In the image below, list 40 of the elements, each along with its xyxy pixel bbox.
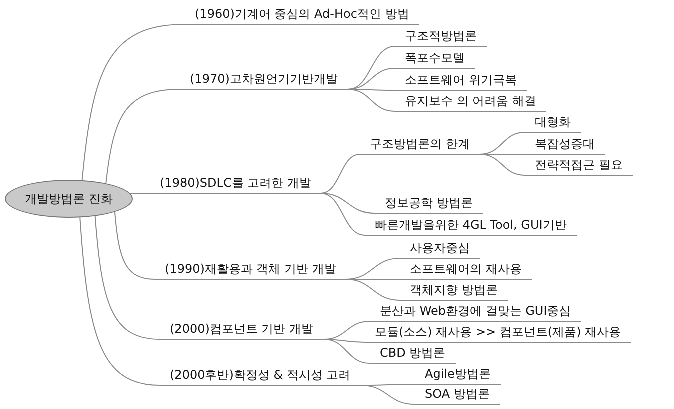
- branch-line: [348, 89, 396, 112]
- branch-topic: 대형화: [525, 115, 581, 133]
- branch-topic: 소프트웨어의 재사용: [400, 262, 532, 280]
- branch-line: [480, 154, 526, 176]
- branch-line: [106, 89, 180, 184]
- branch-topic: CBD 방법론: [370, 346, 456, 364]
- branch-topic: 구조방법론의 한계: [360, 137, 480, 155]
- branch-topic: 빠른개발을위한 4GL Tool, GUI기반: [365, 218, 577, 236]
- branch-topic: (1970)고차원언기기반개발: [180, 72, 348, 90]
- branch-line: [320, 154, 360, 194]
- branch-topic: 폭포수모델: [395, 51, 475, 69]
- branch-line: [114, 212, 156, 280]
- branch-line: [320, 193, 376, 214]
- branch-topic: 모듈(소스) 재사용 >> 컴포넌트(제품) 재사용: [365, 325, 632, 343]
- branch-line: [348, 46, 396, 90]
- branch-topic: 복잡성증대: [525, 137, 605, 155]
- branch-line: [94, 216, 160, 340]
- branch-topic: (1960)기계어 중심의 Ad-Hoc적인 방법: [185, 7, 420, 25]
- branch-line: [320, 193, 366, 236]
- branch-topic: 분산과 Web환경에 걸맞는 GUI중심: [370, 304, 582, 322]
- branch-topic: (1990)재활용과 객체 기반 개발: [155, 262, 346, 280]
- branch-topic: 객체지향 방법론: [400, 283, 508, 301]
- branch-topic: 전략적접근 필요: [525, 158, 633, 176]
- branch-line: [324, 339, 370, 364]
- branch-topic: (1980)SDLC를 고려한 개발: [150, 176, 322, 194]
- branch-line: [130, 192, 150, 194]
- branch-topic: (2000)컴포넌트 기반 개발: [160, 322, 324, 340]
- central-topic-ellipse: 개발방법론 진화: [5, 180, 133, 218]
- branch-topic: 사용자중심: [400, 241, 480, 259]
- branch-line: [80, 217, 160, 386]
- branch-topic: Agile방법론: [415, 367, 501, 385]
- branch-topic: SOA 방법론: [415, 387, 500, 405]
- branch-topic: 정보공학 방법론: [375, 196, 483, 214]
- branch-topic: 구조적방법론: [395, 29, 487, 47]
- branch-line: [346, 279, 400, 301]
- branch-topic: (2000후반)확정성 & 적시성 고려: [160, 368, 361, 386]
- branch-topic: 소프트웨어 위기극복: [395, 73, 527, 91]
- branch-line: [82, 24, 186, 181]
- branch-line: [360, 385, 416, 405]
- branch-topic: 유지보수 의 어려움 해결: [395, 94, 546, 112]
